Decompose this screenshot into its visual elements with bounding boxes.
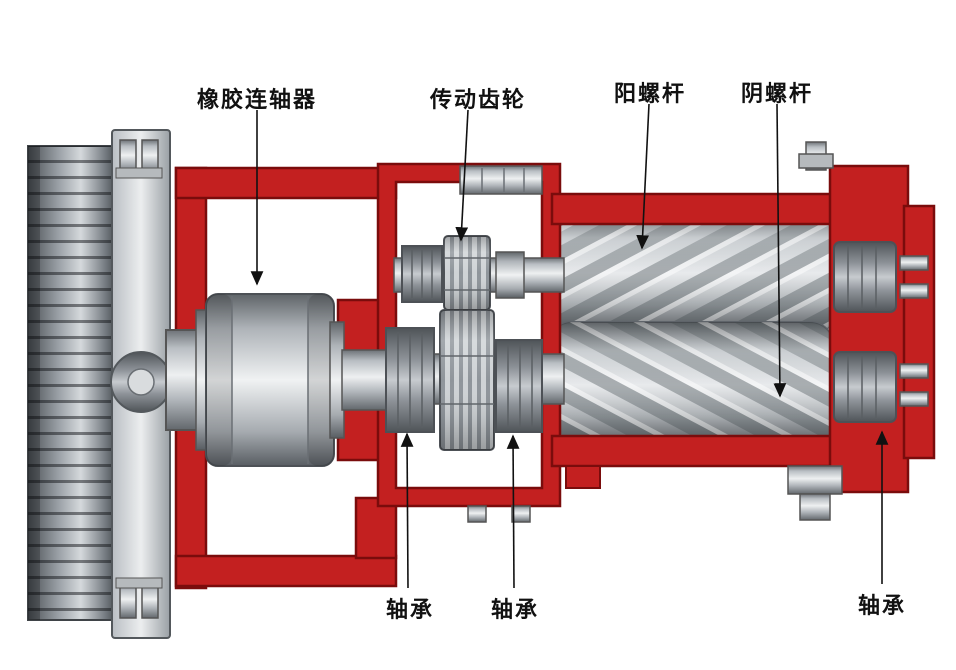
male-screw-rotor <box>547 209 835 337</box>
discharge-end-block <box>828 164 910 494</box>
leader-drive-gear <box>455 109 469 242</box>
casing-bottom-arm <box>174 554 398 588</box>
top-fitting <box>459 165 543 195</box>
casing-bottom-riser <box>354 496 398 560</box>
label-bearing-left: 轴承 <box>385 598 435 623</box>
end-bolt-2 <box>899 283 929 299</box>
label-bearing-middle: 轴承 <box>490 598 540 623</box>
rubber-coupling-drum <box>165 293 345 467</box>
label-rubber-coupling: 橡胶连轴器 <box>196 88 318 113</box>
casing-housing <box>376 162 936 508</box>
leader-female-screw <box>773 103 787 398</box>
flange-bolts-bottom <box>115 577 163 619</box>
end-bolt-1 <box>899 255 929 271</box>
label-bearing-right: 轴承 <box>857 594 907 619</box>
screw-housing-bottom-wall <box>550 434 836 468</box>
leader-bearing-middle <box>506 434 520 589</box>
housing-bolt-1 <box>467 505 487 523</box>
discharge-end-extension <box>902 204 936 460</box>
drive-gear-large <box>439 309 495 451</box>
casing-top-arm <box>174 166 398 200</box>
label-drive-gear: 传动齿轮 <box>429 88 527 113</box>
bearing-block-left <box>385 327 435 433</box>
housing-support-leg <box>565 465 601 489</box>
internals <box>165 141 929 523</box>
motor-flywheel <box>27 129 172 639</box>
screw-housing-top-wall <box>550 192 836 226</box>
leader-lines <box>250 103 889 589</box>
upper-shaft-collar <box>495 251 525 299</box>
coupling-stub-shaft <box>341 349 391 411</box>
bearing-block-middle <box>495 339 543 433</box>
bearing-block-upper-small <box>401 245 443 303</box>
bearing-cartridge-upper-right <box>833 241 929 313</box>
end-bolt-3 <box>899 363 929 379</box>
label-female-screw: 阴螺杆 <box>740 82 814 107</box>
female-screw-rotor <box>547 321 835 449</box>
leader-male-screw <box>636 103 650 250</box>
leader-bearing-left <box>400 432 414 589</box>
drive-gear-small <box>443 235 491 311</box>
flange-bolts-top <box>115 139 163 179</box>
label-male-screw: 阳螺杆 <box>613 82 687 107</box>
bottom-right-bracket <box>787 465 843 521</box>
housing-bolt-2 <box>511 505 531 523</box>
bearing-cartridge-lower-right <box>833 351 929 423</box>
end-bolt-4 <box>899 391 929 407</box>
